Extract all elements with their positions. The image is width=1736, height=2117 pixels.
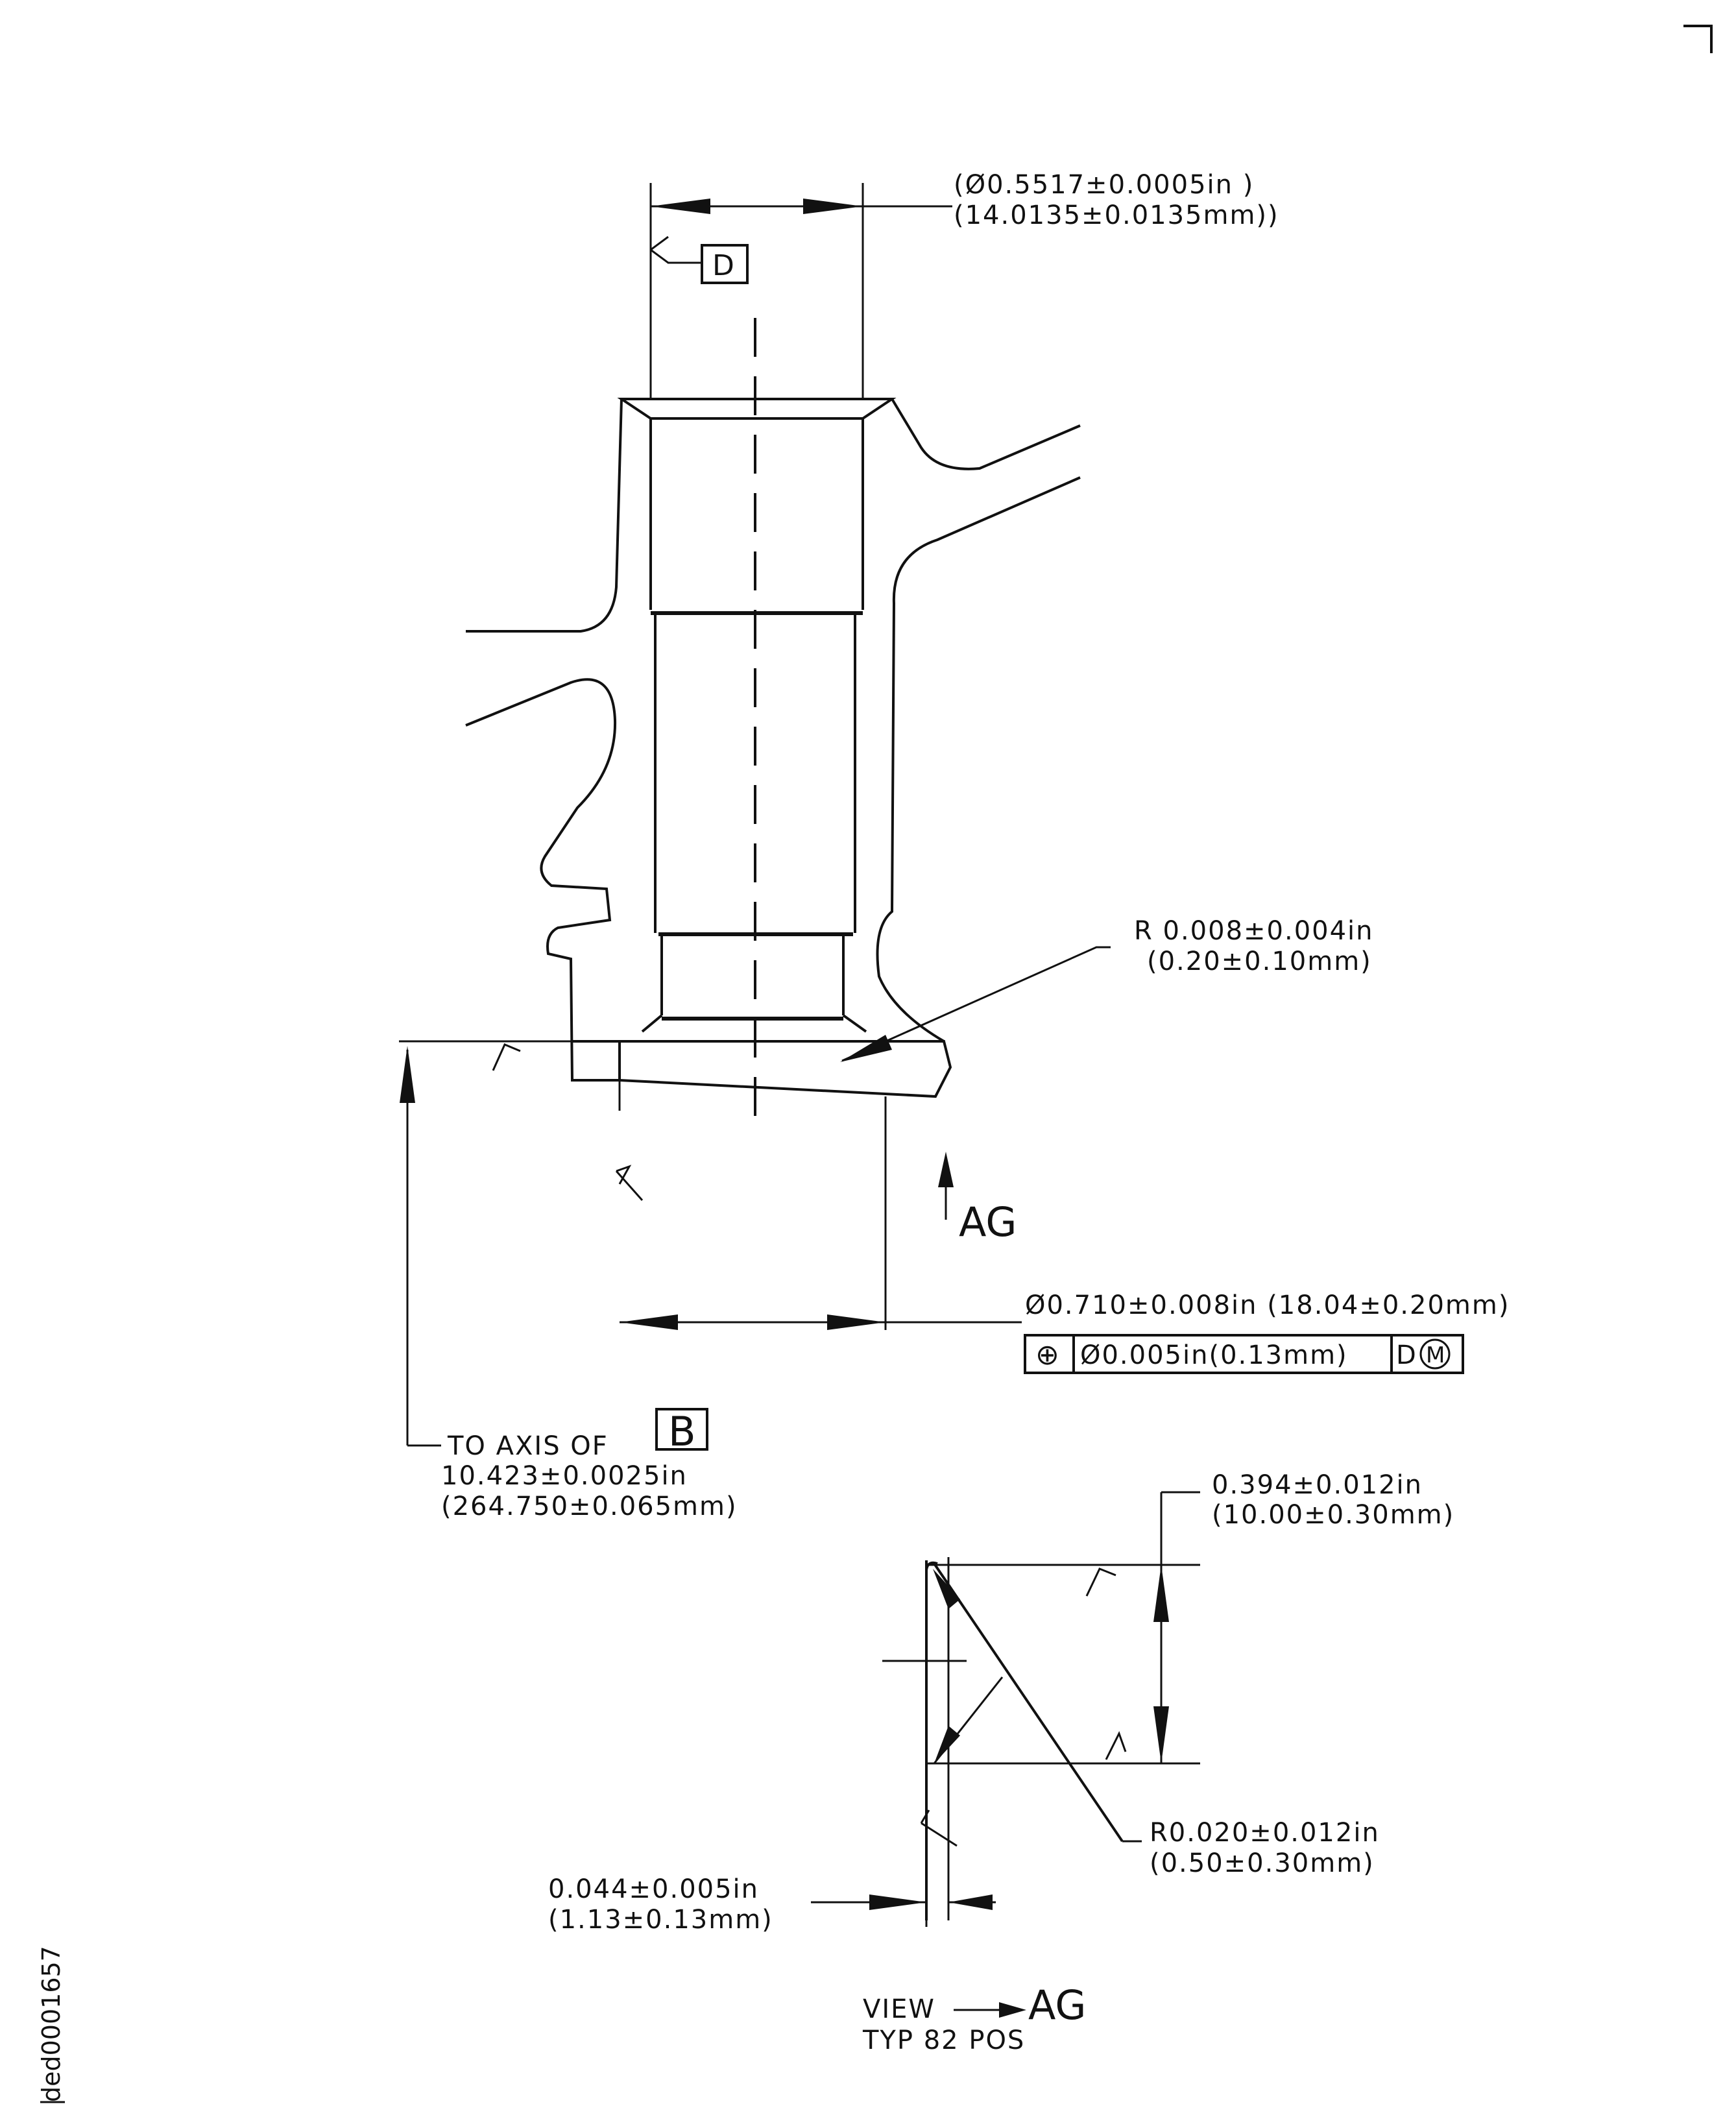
detail-view-ag: [811, 1491, 1200, 1927]
fcf-tolerance: Ø0.005in(0.13mm): [1080, 1340, 1348, 1370]
view-name: AG: [1028, 1981, 1086, 2029]
depth-dim-mm: (10.00±0.30mm): [1212, 1500, 1454, 1530]
datum-b-label: B: [668, 1408, 696, 1455]
datum-d-frame: [701, 244, 749, 284]
axis-dim-in: 10.423±0.0025in: [441, 1461, 688, 1491]
datum-b-frame: [655, 1408, 708, 1451]
wall-dim-in: 0.044±0.005in: [548, 1874, 759, 1904]
depth-dim-in: 0.394±0.012in: [1212, 1470, 1423, 1500]
feature-control-frame: ⊕ Ø0.005in(0.13mm) D M: [1024, 1334, 1464, 1374]
radius-dim-in: R 0.008±0.004in: [1134, 916, 1374, 946]
section-view: [399, 183, 1111, 1447]
wall-dim-mm: (1.13±0.13mm): [548, 1905, 773, 1935]
axis-dim-mm: (264.750±0.065mm): [441, 1492, 738, 1521]
fcf-modifier: M: [1426, 1342, 1445, 1368]
fcf-datum: D: [1396, 1340, 1417, 1370]
view-label: VIEW: [863, 1994, 935, 2024]
corner-mark: [1683, 25, 1713, 53]
document-id: ded0001657: [37, 1946, 66, 2102]
position-symbol: ⊕: [1035, 1338, 1059, 1372]
datum-d-label: D: [712, 249, 734, 282]
view-arrow-label: AG: [959, 1198, 1017, 1246]
mmc-modifier-circle: [1419, 1338, 1451, 1370]
bore-dim-mm: (14.0135±0.0135mm)): [954, 200, 1279, 230]
view-note: TYP 82 POS: [862, 2026, 1025, 2055]
corner-radius-in: R0.020±0.012in: [1150, 1818, 1380, 1848]
bore-dim-in: (Ø0.5517±0.0005in ): [954, 170, 1254, 200]
corner-radius-mm: (0.50±0.30mm): [1150, 1848, 1375, 1878]
radius-dim-mm: (0.20±0.10mm): [1147, 947, 1372, 976]
to-axis-label: TO AXIS OF: [447, 1431, 609, 1461]
seat-dia-dim: Ø0.710±0.008in (18.04±0.20mm): [1025, 1290, 1510, 1320]
